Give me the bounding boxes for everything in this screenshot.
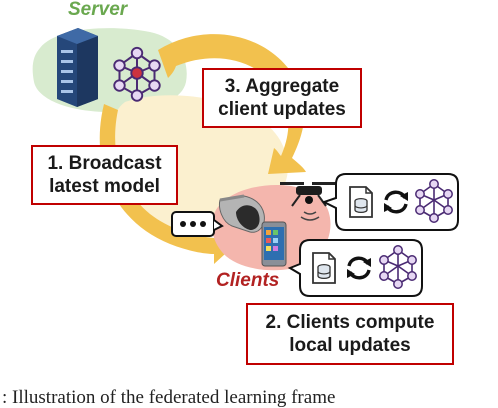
chat-bubble-icon — [171, 211, 224, 237]
figure-caption: : Illustration of the federated learning… — [2, 387, 336, 408]
neural-network-icon — [113, 46, 161, 102]
server-rack-icon — [57, 28, 98, 107]
step-text-line: client updates — [218, 99, 346, 120]
step-text-line: 1. Broadcast — [47, 152, 162, 174]
server-label: Server — [68, 0, 128, 20]
step-text-line: latest model — [49, 176, 160, 197]
step-text-line: 2. Clients compute — [265, 311, 435, 333]
database-file-icon — [312, 252, 336, 284]
step-aggregate-box: 3. Aggregate client updates — [202, 68, 362, 128]
database-file-icon — [349, 186, 373, 218]
vr-headset-icon — [219, 194, 265, 233]
step-text-line: 3. Aggregate — [224, 75, 340, 97]
drone-icon — [280, 182, 336, 221]
step-text-line: local updates — [289, 335, 411, 356]
clients-label: Clients — [216, 270, 280, 291]
client-callout-top — [321, 173, 459, 231]
step-broadcast-box: 1. Broadcast latest model — [31, 145, 178, 205]
client-callout-bottom — [287, 239, 423, 297]
step-local-updates-box: 2. Clients compute local updates — [246, 303, 454, 365]
smartphone-icon — [261, 221, 287, 267]
